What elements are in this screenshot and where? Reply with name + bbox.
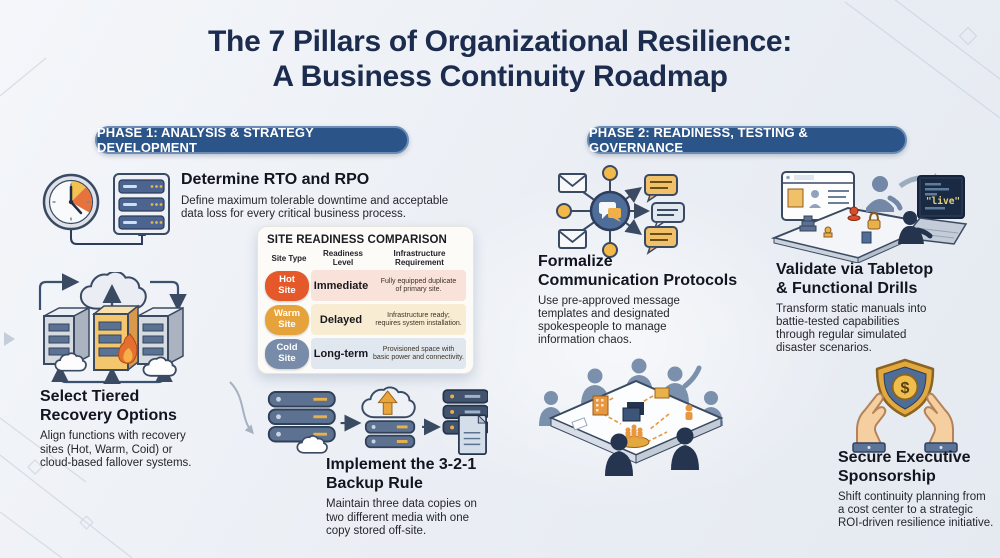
column-header: Site Type	[271, 253, 307, 263]
padlock-icon	[867, 219, 881, 230]
building-piece	[654, 387, 670, 399]
pillar-block-recovery: Select Tiered Recovery Options Align fun…	[40, 388, 205, 471]
failover-sites-icon	[30, 272, 195, 385]
section-body: Transform static manuals into battie-tes…	[776, 303, 927, 354]
site-readiness-table: SITE READINESS COMPARISON Site Type Read…	[257, 226, 474, 374]
cold-site-badge: Cold Site	[265, 338, 309, 369]
section-body: Use pre-approved message templates and d…	[538, 295, 680, 346]
section-body: Align functions with recovery sites (Hot…	[40, 430, 192, 469]
section-heading: Determine RTO and RPO	[181, 171, 370, 188]
section-heading: Formalize Communication Protocols	[538, 253, 738, 289]
laptop-screen-text: "live"	[926, 196, 960, 207]
readiness-level: Long-term	[313, 347, 369, 360]
infrastructure-requirement: Fully equipped duplicate of primary site…	[380, 277, 457, 293]
envelope-icon	[558, 229, 587, 249]
phase2-banner: PHASE 2: READINESS, TESTING & GOVERNANCE	[587, 125, 907, 155]
column-header: Infrastructure Requirement	[393, 249, 446, 267]
left-chevron-icon	[4, 332, 15, 346]
person-silhouette	[872, 176, 888, 192]
infrastructure-requirement: Provisioned space with basic power and c…	[373, 345, 464, 361]
table-row: Hot Site Immediate Fully equipped duplic…	[265, 270, 466, 301]
dollar-symbol: $	[901, 380, 910, 397]
table-title: SITE READINESS COMPARISON	[267, 234, 447, 246]
building-piece	[592, 395, 609, 416]
executive-shield-icon: $	[843, 356, 967, 453]
section-heading: Select Tiered Recovery Options	[40, 388, 177, 424]
hot-site-badge: Hot Site	[265, 270, 309, 301]
chat-bubble-icon	[651, 202, 685, 230]
backup-321-icon	[263, 386, 488, 464]
table-row: Cold Site Long-term Provisioned space wi…	[265, 338, 466, 369]
section-heading: Secure Executive Sponsorship	[838, 449, 971, 485]
person-silhouette	[605, 427, 699, 476]
clock-rto-icon	[38, 162, 173, 250]
table-row: Warm Site Delayed Infrastructure ready; …	[265, 304, 466, 335]
table-header-row: Site Type Readiness Level Infrastructure…	[265, 249, 466, 267]
phase1-banner: PHASE 1: ANALYSIS & STRATEGY DEVELOPMENT	[95, 125, 409, 155]
pillar-block-communication: Formalize Communication Protocols Use pr…	[538, 253, 753, 347]
chat-bubble-icon	[644, 226, 678, 255]
tabletop-drill-icon: "live"	[770, 158, 968, 263]
hand-icon	[923, 392, 958, 453]
page-title: The 7 Pillars of Organizational Resilien…	[208, 25, 792, 93]
column-header: Readiness Level	[322, 249, 364, 267]
tabletop-meeting-icon	[537, 354, 735, 477]
warm-site-badge: Warm Site	[265, 304, 309, 335]
readiness-level: Delayed	[319, 313, 363, 326]
section-heading: Validate via Tabletop & Functional Drill…	[776, 261, 934, 297]
chat-bubble-icon	[644, 174, 678, 203]
readiness-level: Immediate	[313, 279, 369, 292]
section-body: Shift continuity planning from a cost ce…	[838, 491, 994, 529]
person-silhouette	[903, 211, 917, 225]
pillar-block-validate: Validate via Tabletop & Functional Drill…	[776, 261, 991, 355]
section-body: Maintain three data copies on two differ…	[326, 498, 477, 537]
infrastructure-requirement: Infrastructure ready; requires system in…	[375, 311, 462, 327]
envelope-icon	[558, 173, 587, 193]
communication-hub-icon	[546, 163, 688, 259]
section-heading: Implement the 3-2-1 Backup Rule	[326, 456, 477, 492]
hand-icon	[852, 392, 887, 453]
pillar-block-rto: Determine RTO and RPO Define maximum tol…	[181, 171, 481, 222]
pillar-block-backup: Implement the 3-2-1 Backup Rule Maintain…	[326, 456, 496, 539]
pillar-block-sponsorship: Secure Executive Sponsorship Shift conti…	[838, 449, 1000, 530]
section-body: Define maximum tolerable downtime and ac…	[181, 194, 449, 221]
